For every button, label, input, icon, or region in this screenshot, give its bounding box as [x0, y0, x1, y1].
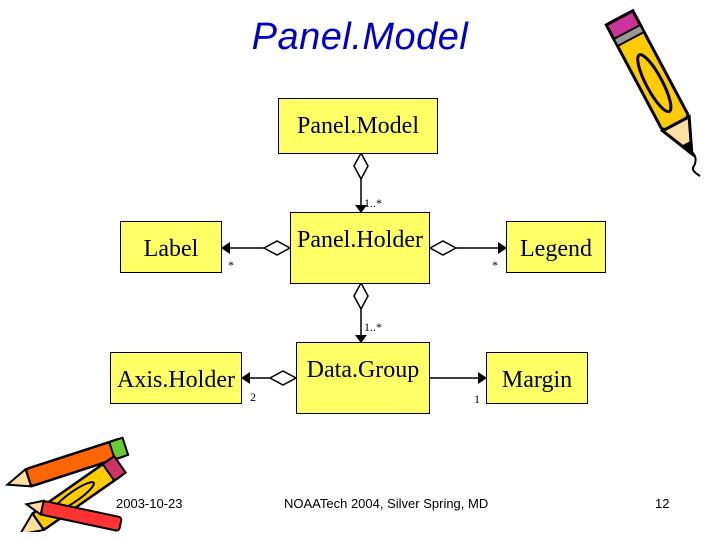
box-panel-model: Panel.Model: [278, 98, 438, 154]
multiplicity-model-holder: 1..*: [364, 196, 382, 210]
box-axis-holder: Axis.Holder: [110, 352, 242, 404]
box-margin: Margin: [486, 352, 588, 404]
box-label: Label: [120, 221, 222, 273]
pencil-icon: [604, 8, 701, 177]
aggregation-diamond-datagroup: [353, 281, 369, 311]
aggregation-diamond-legend: [428, 240, 458, 256]
arrowhead-holder: [355, 205, 367, 213]
box-data-group: Data.Group: [296, 342, 430, 414]
arrowhead-datagroup: [355, 335, 367, 343]
multiplicity-datagroup-axis: 2: [250, 390, 256, 404]
multiplicity-holder-label: *: [228, 258, 234, 272]
aggregation-diamond-axis: [268, 370, 298, 386]
arrowhead-label: [221, 242, 230, 254]
arrowhead-margin: [478, 372, 487, 384]
footer-date: 2003-10-23: [116, 496, 183, 511]
box-panel-holder: Panel.Holder: [290, 212, 430, 284]
slide-title: Panel.Model: [251, 16, 469, 58]
multiplicity-datagroup-margin: 1: [474, 392, 480, 406]
aggregation-diamond-model: [353, 151, 369, 181]
multiplicity-holder-datagroup: 1..*: [364, 320, 382, 334]
multiplicity-holder-legend: *: [492, 258, 498, 272]
pencils-icon: [4, 436, 130, 532]
aggregation-diamond-label: [262, 240, 292, 256]
footer-event: NOAATech 2004, Silver Spring, MD: [284, 496, 489, 511]
arrowhead-axis: [241, 372, 250, 384]
arrowhead-legend: [498, 242, 507, 254]
box-legend: Legend: [506, 221, 606, 273]
footer-page-number: 12: [655, 496, 670, 511]
